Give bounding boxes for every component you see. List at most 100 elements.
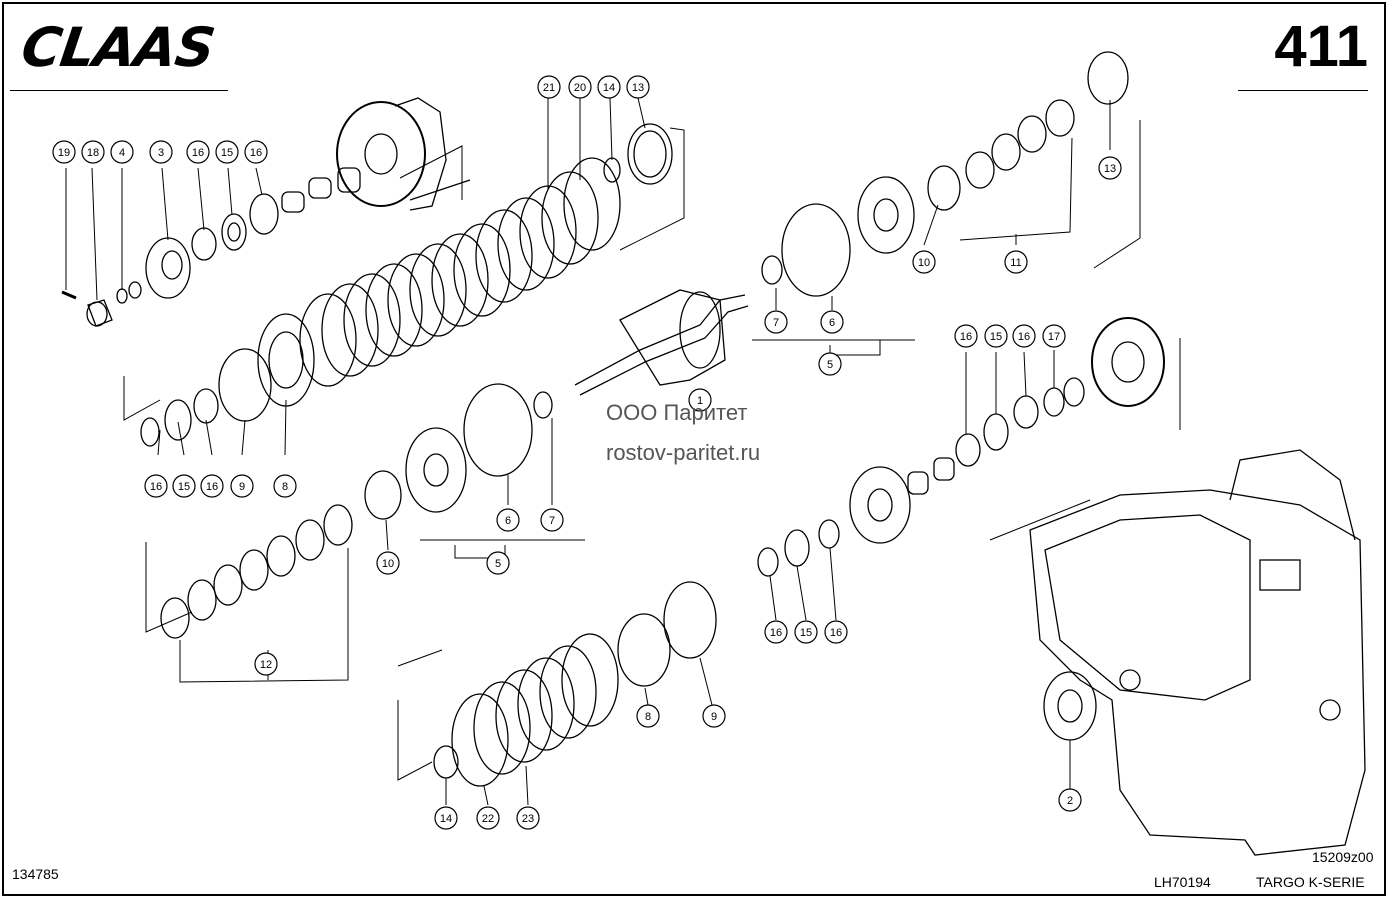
callout-12: 12: [254, 652, 278, 676]
callout-20: 20: [568, 75, 592, 99]
callout-label: 20: [574, 82, 586, 94]
callout-circle: [254, 652, 278, 676]
callout-label: 23: [522, 813, 534, 825]
callout-2: 2: [1058, 788, 1082, 812]
callout-13: 13: [1098, 156, 1122, 180]
callout-circle: [1098, 156, 1122, 180]
callout-circle: [912, 250, 936, 274]
clutch-disc-pack: [140, 123, 673, 447]
callout-15: 15: [172, 474, 196, 498]
callout-circle: [81, 140, 105, 164]
callout-4: 4: [110, 140, 134, 164]
callout-label: 14: [603, 82, 615, 94]
callout-label: 16: [1018, 331, 1030, 343]
callout-16: 16: [764, 620, 788, 644]
callout-3: 3: [149, 140, 173, 164]
callout-circle: [215, 140, 239, 164]
transmission-housing: [1029, 449, 1366, 856]
callout-1: 1: [688, 388, 712, 412]
callout-label: 5: [495, 558, 501, 570]
callout-16: 16: [1012, 324, 1036, 348]
callout-9: 9: [230, 474, 254, 498]
callout-label: 18: [87, 147, 99, 159]
callout-label: 13: [632, 82, 644, 94]
callout-circle: [1012, 324, 1036, 348]
callout-label: 5: [827, 359, 833, 371]
callout-label: 8: [645, 711, 651, 723]
callout-10: 10: [912, 250, 936, 274]
callout-6: 6: [496, 508, 520, 532]
callout-circle: [200, 474, 224, 498]
callout-14: 14: [434, 806, 458, 830]
callout-15: 15: [794, 620, 818, 644]
callout-label: 9: [711, 711, 717, 723]
callout-7: 7: [540, 508, 564, 532]
callout-circle: [688, 388, 712, 412]
right-gear-assembly: [757, 317, 1165, 577]
callout-circle: [52, 140, 76, 164]
callout-circle: [597, 75, 621, 99]
callout-6: 6: [820, 310, 844, 334]
callout-label: 6: [829, 317, 835, 329]
callout-15: 15: [984, 324, 1008, 348]
callout-label: 8: [282, 481, 288, 493]
drawing-number: 15209z00: [1312, 849, 1374, 865]
callout-label: 21: [543, 82, 555, 94]
callout-circle: [818, 352, 842, 376]
callout-label: 10: [382, 558, 394, 570]
callout-15: 15: [215, 140, 239, 164]
callout-circle: [984, 324, 1008, 348]
callout-circle: [110, 140, 134, 164]
main-shaft: [574, 289, 749, 396]
callout-circle: [273, 474, 297, 498]
callout-18: 18: [81, 140, 105, 164]
callout-16: 16: [144, 474, 168, 498]
callout-14: 14: [597, 75, 621, 99]
callout-label: 6: [505, 515, 511, 527]
model-series: TARGO K-SERIE: [1256, 874, 1365, 890]
callout-circle: [486, 551, 510, 575]
callout-label: 17: [1048, 331, 1060, 343]
callout-label: 11: [1010, 257, 1021, 269]
callout-13: 13: [626, 75, 650, 99]
upper-right-assembly: [761, 51, 1129, 297]
callout-5: 5: [818, 352, 842, 376]
callout-circle: [476, 806, 500, 830]
callout-circle: [626, 75, 650, 99]
lower-clutch-pack: [433, 581, 717, 787]
callout-circle: [1042, 324, 1066, 348]
callout-7: 7: [764, 310, 788, 334]
page-number: 411: [1274, 14, 1368, 79]
callout-label: 19: [58, 147, 70, 159]
leader-lines: [65, 97, 1181, 806]
callout-circle: [820, 310, 844, 334]
callout-circle: [516, 806, 540, 830]
middle-assembly: [160, 383, 553, 639]
callout-label: 15: [221, 147, 233, 159]
callout-21: 21: [537, 75, 561, 99]
callout-16: 16: [186, 140, 210, 164]
callout-circle: [568, 75, 592, 99]
callout-circle: [144, 474, 168, 498]
catalog-number: 134785: [12, 866, 59, 882]
callout-label: 16: [250, 147, 262, 159]
callout-16: 16: [244, 140, 268, 164]
logo-underline: [10, 90, 228, 91]
callout-16: 16: [954, 324, 978, 348]
callout-circle: [702, 704, 726, 728]
callout-label: 16: [960, 331, 972, 343]
callout-label: 10: [918, 257, 930, 269]
callout-23: 23: [516, 806, 540, 830]
callout-label: 15: [178, 481, 190, 493]
callout-label: 16: [192, 147, 204, 159]
page-number-underline: [1238, 90, 1368, 91]
callout-11: 11: [1004, 250, 1028, 274]
callout-label: 15: [800, 627, 812, 639]
callout-label: 1: [697, 395, 703, 407]
watermark-company: ООО Паритет: [606, 400, 748, 425]
callout-circle: [794, 620, 818, 644]
